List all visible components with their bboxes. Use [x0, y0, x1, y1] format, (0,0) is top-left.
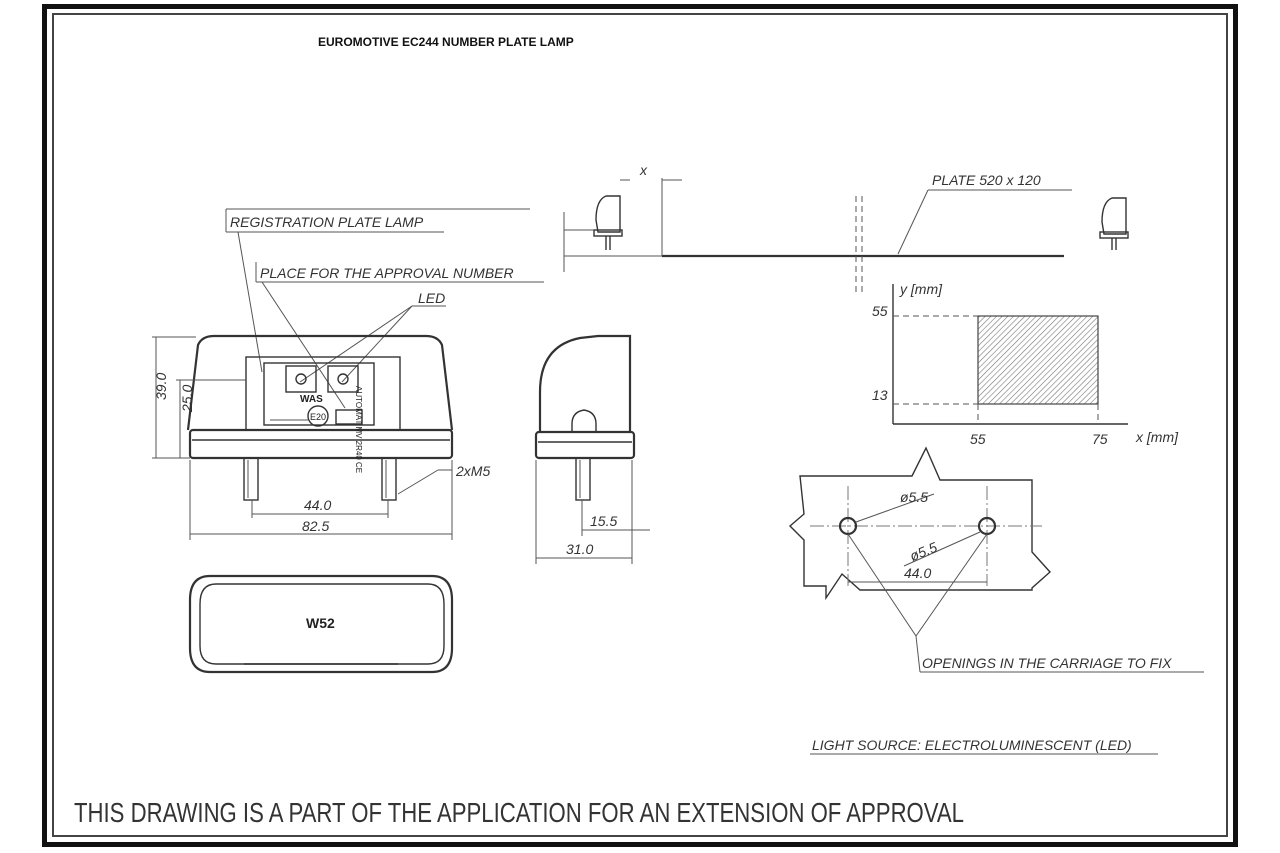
dim-height-total: 39.0 — [153, 373, 169, 400]
lens-marking: W52 — [306, 615, 335, 631]
was-mark: WAS — [300, 394, 323, 405]
openings-label: OPENINGS IN THE CARRIAGE TO FIX — [922, 655, 1172, 671]
dim-hole-dia-2: ø5.5 — [907, 539, 939, 564]
graph-y-axis-label: y [mm] — [899, 281, 943, 297]
plate-mounting-view: x PLATE 520 x 120 — [563, 162, 1129, 292]
approval-place-label-group: PLACE FOR THE APPROVAL NUMBER — [255, 262, 544, 409]
dim-side-offset: 15.5 — [590, 513, 617, 529]
drawing-title: EUROMOTIVE EC244 NUMBER PLATE LAMP — [318, 35, 574, 49]
registration-lamp-label: REGISTRATION PLATE LAMP — [230, 214, 424, 230]
graph-illuminated-region — [977, 315, 1099, 405]
approval-place-label: PLACE FOR THE APPROVAL NUMBER — [260, 265, 514, 281]
registration-lamp-label-group: REGISTRATION PLATE LAMP — [225, 208, 530, 373]
light-area-graph: y [mm] x [mm] 55 13 55 75 — [872, 281, 1179, 447]
side-housing-text: AUTOMAT MV 2R40 CE — [354, 386, 363, 473]
dim-side-depth: 31.0 — [566, 541, 593, 557]
x-marker: x — [639, 162, 648, 178]
dim-bolt-spacing: 44.0 — [304, 497, 331, 513]
dim-thread: 2xM5 — [455, 463, 490, 479]
approval-footer-text: THIS DRAWING IS A PART OF THE APPLICATIO… — [74, 797, 964, 828]
outer-frame — [42, 4, 1238, 847]
light-source-note: LIGHT SOURCE: ELECTROLUMINESCENT (LED) — [810, 737, 1158, 755]
carriage-holes-view: ø5.5 ø5.5 44.0 OPENINGS IN THE CARRIAGE … — [788, 446, 1204, 673]
graph-x-axis-label: x [mm] — [1135, 429, 1179, 445]
graph-x-tick-75: 75 — [1092, 431, 1108, 447]
light-source-label: LIGHT SOURCE: ELECTROLUMINESCENT (LED) — [812, 737, 1132, 753]
e-mark: E20 — [310, 412, 326, 422]
lens-view: W52 — [188, 574, 454, 674]
dim-width-total: 82.5 — [302, 518, 329, 534]
dim-height-body: 25.0 — [179, 385, 195, 413]
led-label-group: LED — [299, 290, 446, 383]
graph-x-tick-55: 55 — [970, 431, 986, 447]
plate-label: PLATE 520 x 120 — [932, 172, 1041, 188]
side-view: 15.5 31.0 — [534, 334, 650, 564]
graph-y-tick-13: 13 — [872, 387, 888, 403]
led-label: LED — [418, 290, 445, 306]
front-view-dimensions: 39.0 25.0 44.0 82.5 2xM5 — [152, 336, 490, 540]
dim-hole-dia-1: ø5.5 — [900, 489, 928, 505]
graph-y-tick-55: 55 — [872, 303, 888, 319]
dim-hole-spacing: 44.0 — [904, 565, 931, 581]
front-view: WAS E20 AUTOMAT MV 2R40 CE — [186, 334, 454, 501]
inner-frame — [52, 13, 1228, 837]
